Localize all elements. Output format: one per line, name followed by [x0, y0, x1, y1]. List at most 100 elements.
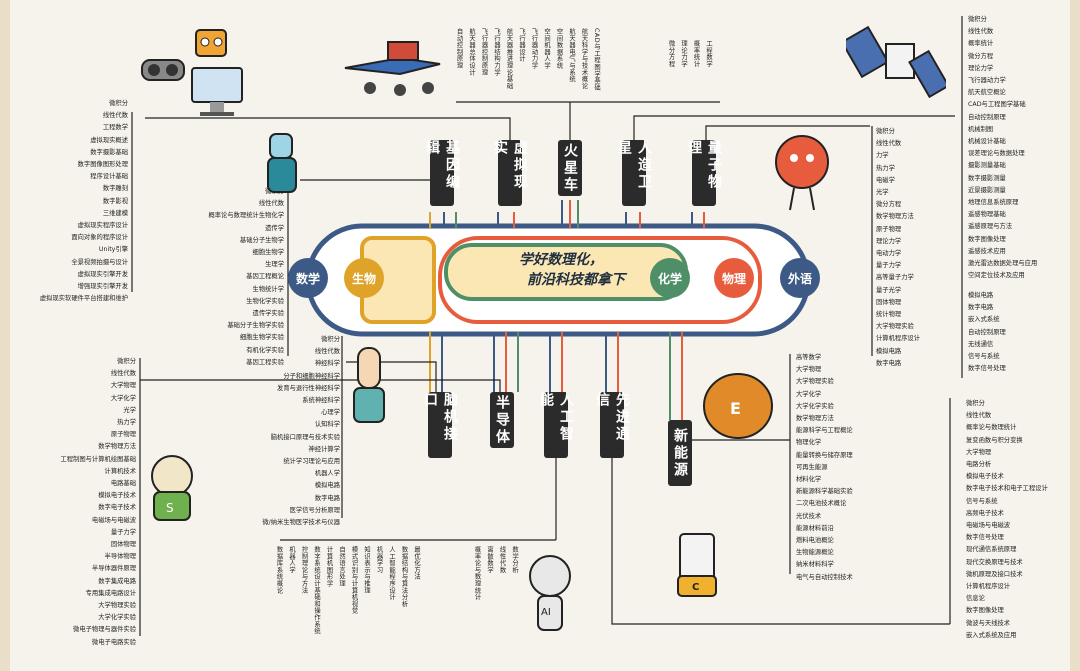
course-item: 大学物理 [966, 448, 992, 456]
domain-artificial-intelligence: 人工智能 [538, 392, 574, 458]
domain-semiconductor: 半导体 [490, 392, 514, 448]
course-item: 遗传学 [265, 224, 284, 232]
course-item: 脑机接口原理与技术实验 [270, 433, 340, 441]
course-item: 基因工程概论 [246, 273, 284, 281]
course-item: 生物化学实验 [246, 297, 284, 305]
mars-course-list: 自动控制原理航天器总体设计飞行器控制原理飞行器结构力学航天器推进理论基础飞行器设… [452, 28, 602, 91]
course-item: 数字电路 [968, 304, 994, 312]
course-item: 专用集成电路设计 [85, 589, 136, 597]
course-item: 数学物理方法 [98, 443, 136, 451]
course-item: 工程数学 [705, 40, 712, 68]
course-item: 分子和细胞神经科学 [283, 372, 340, 380]
course-item: 数字信号处理 [966, 534, 1004, 542]
course-item: 模拟电路 [968, 292, 994, 299]
course-item: CAD与工程图学基础 [593, 28, 600, 91]
subject-chemistry: 化学 [650, 258, 690, 298]
course-item: 大学化学 [110, 394, 136, 402]
course-item: 微积分 [876, 128, 895, 135]
course-item: 燃料电池概论 [796, 537, 834, 545]
course-item: 力学 [876, 152, 889, 160]
slogan-line-1: 学好数理化， [519, 252, 603, 268]
course-item: 概率论与数理统计生物化学 [208, 212, 284, 220]
course-item: 概率统计 [968, 40, 994, 48]
course-item: 医学信号分析原理 [289, 506, 340, 514]
course-item: 光伏技术 [796, 512, 822, 520]
svg-text:S: S [166, 501, 174, 515]
course-item: 飞行器设计 [518, 28, 525, 62]
course-item: 线性代数 [258, 200, 284, 208]
course-item: 统计学习理论与应用 [283, 458, 340, 466]
robot-computer-illustration [141, 29, 243, 116]
course-item: 数学分析 [511, 546, 518, 574]
course-item: 三维建模 [102, 209, 128, 217]
ai-robot-illustration: AI [529, 555, 571, 631]
course-item: 光学 [876, 189, 889, 197]
course-item: 原子物理 [110, 431, 136, 439]
course-item: 数字摄影基础 [90, 148, 128, 156]
course-item: 数字电子技术 [98, 504, 136, 512]
course-item: 飞行器控制原理 [480, 28, 488, 76]
course-item: 电气与自动控制技术 [796, 573, 853, 581]
course-item: 信号与系统 [968, 353, 1000, 361]
course-item: 摄影测量基础 [968, 162, 1006, 170]
course-item: 人工智能程序设计 [388, 546, 395, 601]
course-item: 航天器电气与系统 [568, 28, 575, 83]
course-item: 遥感技术应用 [968, 247, 1006, 255]
course-item: 信号与系统 [966, 497, 998, 505]
course-item: 计算机程序设计 [966, 583, 1011, 591]
course-item: 生理学 [265, 261, 284, 269]
course-item: 计算机图形学 [325, 546, 333, 587]
domain-new-energy: 新能源 [668, 420, 692, 486]
course-item: 大学物理 [110, 382, 136, 390]
mars-rover-illustration [344, 41, 441, 96]
backpack-s-character-illustration: S [151, 455, 193, 521]
satellite-illustration [846, 25, 946, 99]
domain-gene-editing: 基因编辑 [424, 140, 460, 206]
course-item: 能源材料前沿 [796, 524, 834, 532]
course-item: 虚拟现实程序设计 [77, 222, 128, 230]
course-item: 统计物理 [876, 311, 902, 319]
course-item: 高等数学 [796, 354, 822, 361]
quantum-course-list: 微积分线性代数力学热力学电磁学光学微分方程数学物理方法原子物理理论力学电动力学量… [876, 126, 920, 370]
course-item: 空间数据系统 [555, 28, 563, 69]
course-item: 理论力学 [876, 237, 902, 245]
course-item: 最优化方法 [413, 546, 420, 580]
course-item: 大学化学 [796, 390, 822, 398]
course-item: 复变函数与积分变换 [966, 436, 1023, 444]
course-item: 微积分 [109, 100, 128, 107]
course-item: 概率论与数理统计 [966, 424, 1017, 432]
course-item: 模式识别与计算机视觉 [350, 546, 358, 614]
course-item: 半导体物理 [104, 553, 136, 561]
course-item: 大学物理 [796, 366, 822, 374]
course-item: 原子物理 [876, 225, 902, 233]
course-item: 能量转换与储存原理 [796, 451, 853, 459]
right-frame-strip [1070, 0, 1080, 671]
course-item: 微分方程 [876, 201, 902, 209]
course-item: 数字电子技术和电子工程设计 [966, 485, 1048, 493]
course-item: 微分方程 [667, 40, 675, 68]
course-item: 嵌入式系统及应用 [966, 631, 1017, 639]
course-item: 微分方程 [968, 52, 994, 60]
course-item: 概率统计 [692, 40, 700, 68]
domain-quantum-physics: 量子物理 [686, 140, 722, 206]
course-item: 微积分 [968, 16, 987, 23]
course-item: 数字摄影测量 [968, 174, 1006, 182]
ai-course-list-right: 概率论与数理统计离散数学线性代数数学分析 [470, 546, 520, 600]
course-item: 微积分 [321, 336, 340, 343]
course-item: 微电子电路实验 [91, 638, 136, 646]
course-item: 工程数学 [102, 124, 128, 132]
course-item: 计算机技术 [104, 467, 136, 475]
course-item: 高等量子力学 [876, 274, 914, 282]
ai-course-list-left: 数据库系统概论机器人学控制理论与方法数字系统设计基础和操作系统计算机图形学自然语… [272, 546, 422, 634]
course-item: 数字图像处理 [966, 607, 1004, 615]
course-item: Unity引擎 [98, 246, 128, 254]
quantum-top-course-list: 微分方程理论力学概率统计工程数学 [664, 40, 714, 67]
course-item: 机器学习 [375, 546, 383, 574]
orange-character-illustration [775, 135, 829, 211]
course-item: 微电子物理与器件实验 [73, 626, 136, 634]
course-item: 数字电路 [314, 494, 340, 502]
course-item: 细胞生物学实验 [239, 334, 284, 342]
course-item: 信息论 [966, 595, 985, 603]
course-item: 线性代数 [498, 546, 506, 574]
